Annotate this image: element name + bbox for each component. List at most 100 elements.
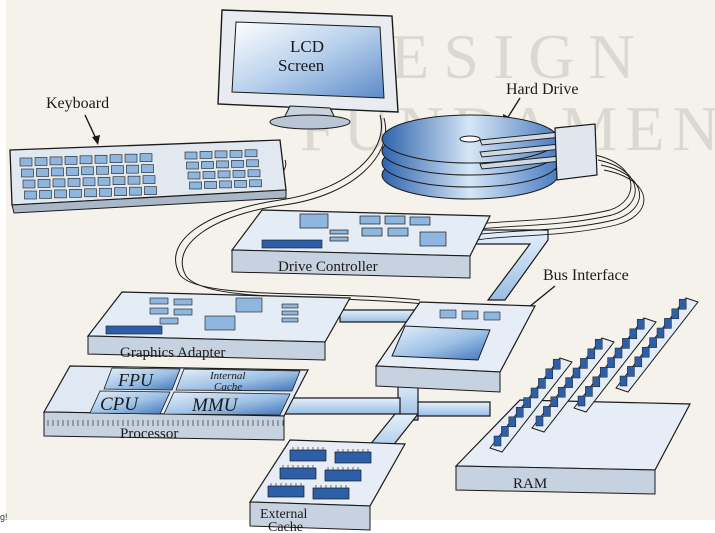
ram-chip: [630, 329, 637, 339]
key: [67, 167, 79, 175]
cache-chip: [313, 488, 349, 499]
ram-chip: [627, 366, 634, 376]
graphics-adapter-label: Graphics Adapter: [120, 345, 225, 361]
cache-chip: [280, 468, 316, 479]
ram-chip: [593, 377, 600, 387]
key: [113, 177, 125, 185]
ram-chip: [538, 378, 545, 388]
key: [247, 160, 259, 167]
keyboard-label: Keyboard: [46, 95, 109, 112]
key: [130, 187, 142, 195]
key: [185, 152, 197, 159]
ram-chip: [585, 386, 592, 396]
key: [143, 176, 155, 184]
key: [50, 157, 62, 165]
key: [127, 165, 139, 173]
key: [25, 191, 37, 199]
key: [205, 181, 217, 188]
key: [82, 167, 94, 175]
key: [140, 154, 152, 162]
fpu-label: FPU: [117, 370, 154, 390]
key: [97, 166, 109, 174]
key: [232, 160, 244, 167]
key: [142, 165, 154, 173]
key: [217, 161, 229, 168]
key: [187, 162, 199, 169]
ram-chip: [536, 416, 543, 426]
key: [70, 189, 82, 197]
key: [65, 156, 77, 164]
graphics-adapter: Graphics Adapter: [88, 292, 350, 361]
key: [23, 180, 35, 188]
ram-chip: [588, 349, 595, 359]
key: [40, 190, 52, 198]
key: [200, 151, 212, 158]
key: [233, 170, 245, 177]
key: [110, 155, 122, 163]
ram-chip: [664, 318, 671, 328]
key: [202, 161, 214, 168]
ram-chip: [600, 367, 607, 377]
ram-chip: [622, 338, 629, 348]
processor: FPU Internal Cache CPU MMU Processor: [44, 366, 308, 442]
ram-chip: [580, 358, 587, 368]
ram-chip: [501, 426, 508, 436]
processor-label: Processor: [120, 426, 178, 442]
key: [53, 179, 65, 187]
ram-chip: [608, 358, 615, 368]
key: [22, 169, 34, 177]
key: [112, 166, 124, 174]
ram-chip: [615, 348, 622, 358]
cache-chip: [290, 450, 326, 461]
key: [128, 176, 140, 184]
key: [38, 179, 50, 187]
cpu-label: CPU: [100, 394, 139, 415]
key: [203, 171, 215, 178]
key: [37, 168, 49, 176]
drive-controller: Drive Controller: [232, 210, 490, 278]
key: [55, 190, 67, 198]
key: [220, 181, 232, 188]
key: [188, 172, 200, 179]
key: [190, 182, 202, 189]
ram-chip: [635, 357, 642, 367]
key: [52, 168, 64, 176]
drive-controller-label: Drive Controller: [278, 259, 378, 275]
hard-drive-label: Hard Drive: [506, 81, 578, 98]
key: [20, 158, 32, 166]
cache-chip: [268, 486, 304, 497]
ram-chip: [573, 368, 580, 378]
ram-chip: [509, 417, 516, 427]
ram-chip: [543, 406, 550, 416]
key: [35, 157, 47, 165]
mmu-label: MMU: [191, 395, 239, 416]
ram-chip: [546, 369, 553, 379]
key: [85, 189, 97, 197]
ram-chip: [620, 376, 627, 386]
ram-chip: [650, 338, 657, 348]
key: [125, 154, 137, 162]
ram-chip: [679, 299, 686, 309]
key: [100, 188, 112, 196]
external-cache-label-2: Cache: [268, 520, 303, 533]
key: [215, 151, 227, 158]
ram-chip: [637, 319, 644, 329]
key: [250, 180, 262, 187]
ram-chip: [524, 398, 531, 408]
key: [83, 178, 95, 186]
ram-chip: [494, 436, 501, 446]
key: [218, 171, 230, 178]
cache-chip: [335, 452, 371, 463]
ram-chip: [595, 339, 602, 349]
ram-label: RAM: [513, 476, 547, 492]
ram-chip: [531, 388, 538, 398]
key: [230, 150, 242, 157]
key: [235, 180, 247, 187]
cache-chip: [325, 470, 361, 481]
ram-chip: [553, 359, 560, 369]
ram-chip: [642, 347, 649, 357]
internal-cache-label-2: Cache: [214, 381, 242, 393]
key: [98, 177, 110, 185]
ram-chip: [558, 387, 565, 397]
